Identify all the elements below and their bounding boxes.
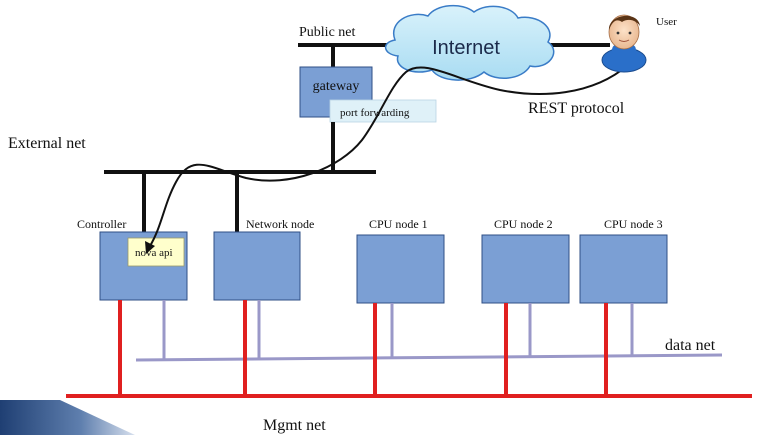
user-label: User xyxy=(656,16,677,28)
cpu-node-3-label: CPU node 3 xyxy=(604,217,663,231)
cpu-node-1-label: CPU node 1 xyxy=(369,217,428,231)
user-icon xyxy=(601,14,647,73)
data-net-line xyxy=(135,353,723,362)
port-forwarding-label: port forwarding xyxy=(340,107,410,119)
controller-label: Controller xyxy=(77,217,126,231)
cpu-node-2-box xyxy=(481,234,570,304)
port-forwarding-box xyxy=(329,99,437,123)
gateway-label: gateway xyxy=(313,79,360,94)
public-net-label: Public net xyxy=(299,25,355,40)
rest-arrowhead xyxy=(145,241,155,254)
rest-protocol-label: REST protocol xyxy=(528,100,625,117)
external-net-label: External net xyxy=(8,135,86,152)
cpu-node-1-box xyxy=(356,234,445,304)
nova-api-label: nova api xyxy=(135,247,173,259)
mgmt-net-label: Mgmt net xyxy=(263,417,326,434)
cpu-node-3-box xyxy=(579,234,668,304)
network-node-label: Network node xyxy=(246,217,314,231)
cpu-node-2-label: CPU node 2 xyxy=(494,217,553,231)
data-net-label: data net xyxy=(665,337,716,354)
corner-decoration xyxy=(0,400,135,435)
internet-cloud xyxy=(384,4,555,81)
rest-request-curve xyxy=(149,64,629,247)
internet-label: Internet xyxy=(432,37,500,59)
nova-api-box xyxy=(127,237,185,267)
network-node-box xyxy=(213,231,301,301)
